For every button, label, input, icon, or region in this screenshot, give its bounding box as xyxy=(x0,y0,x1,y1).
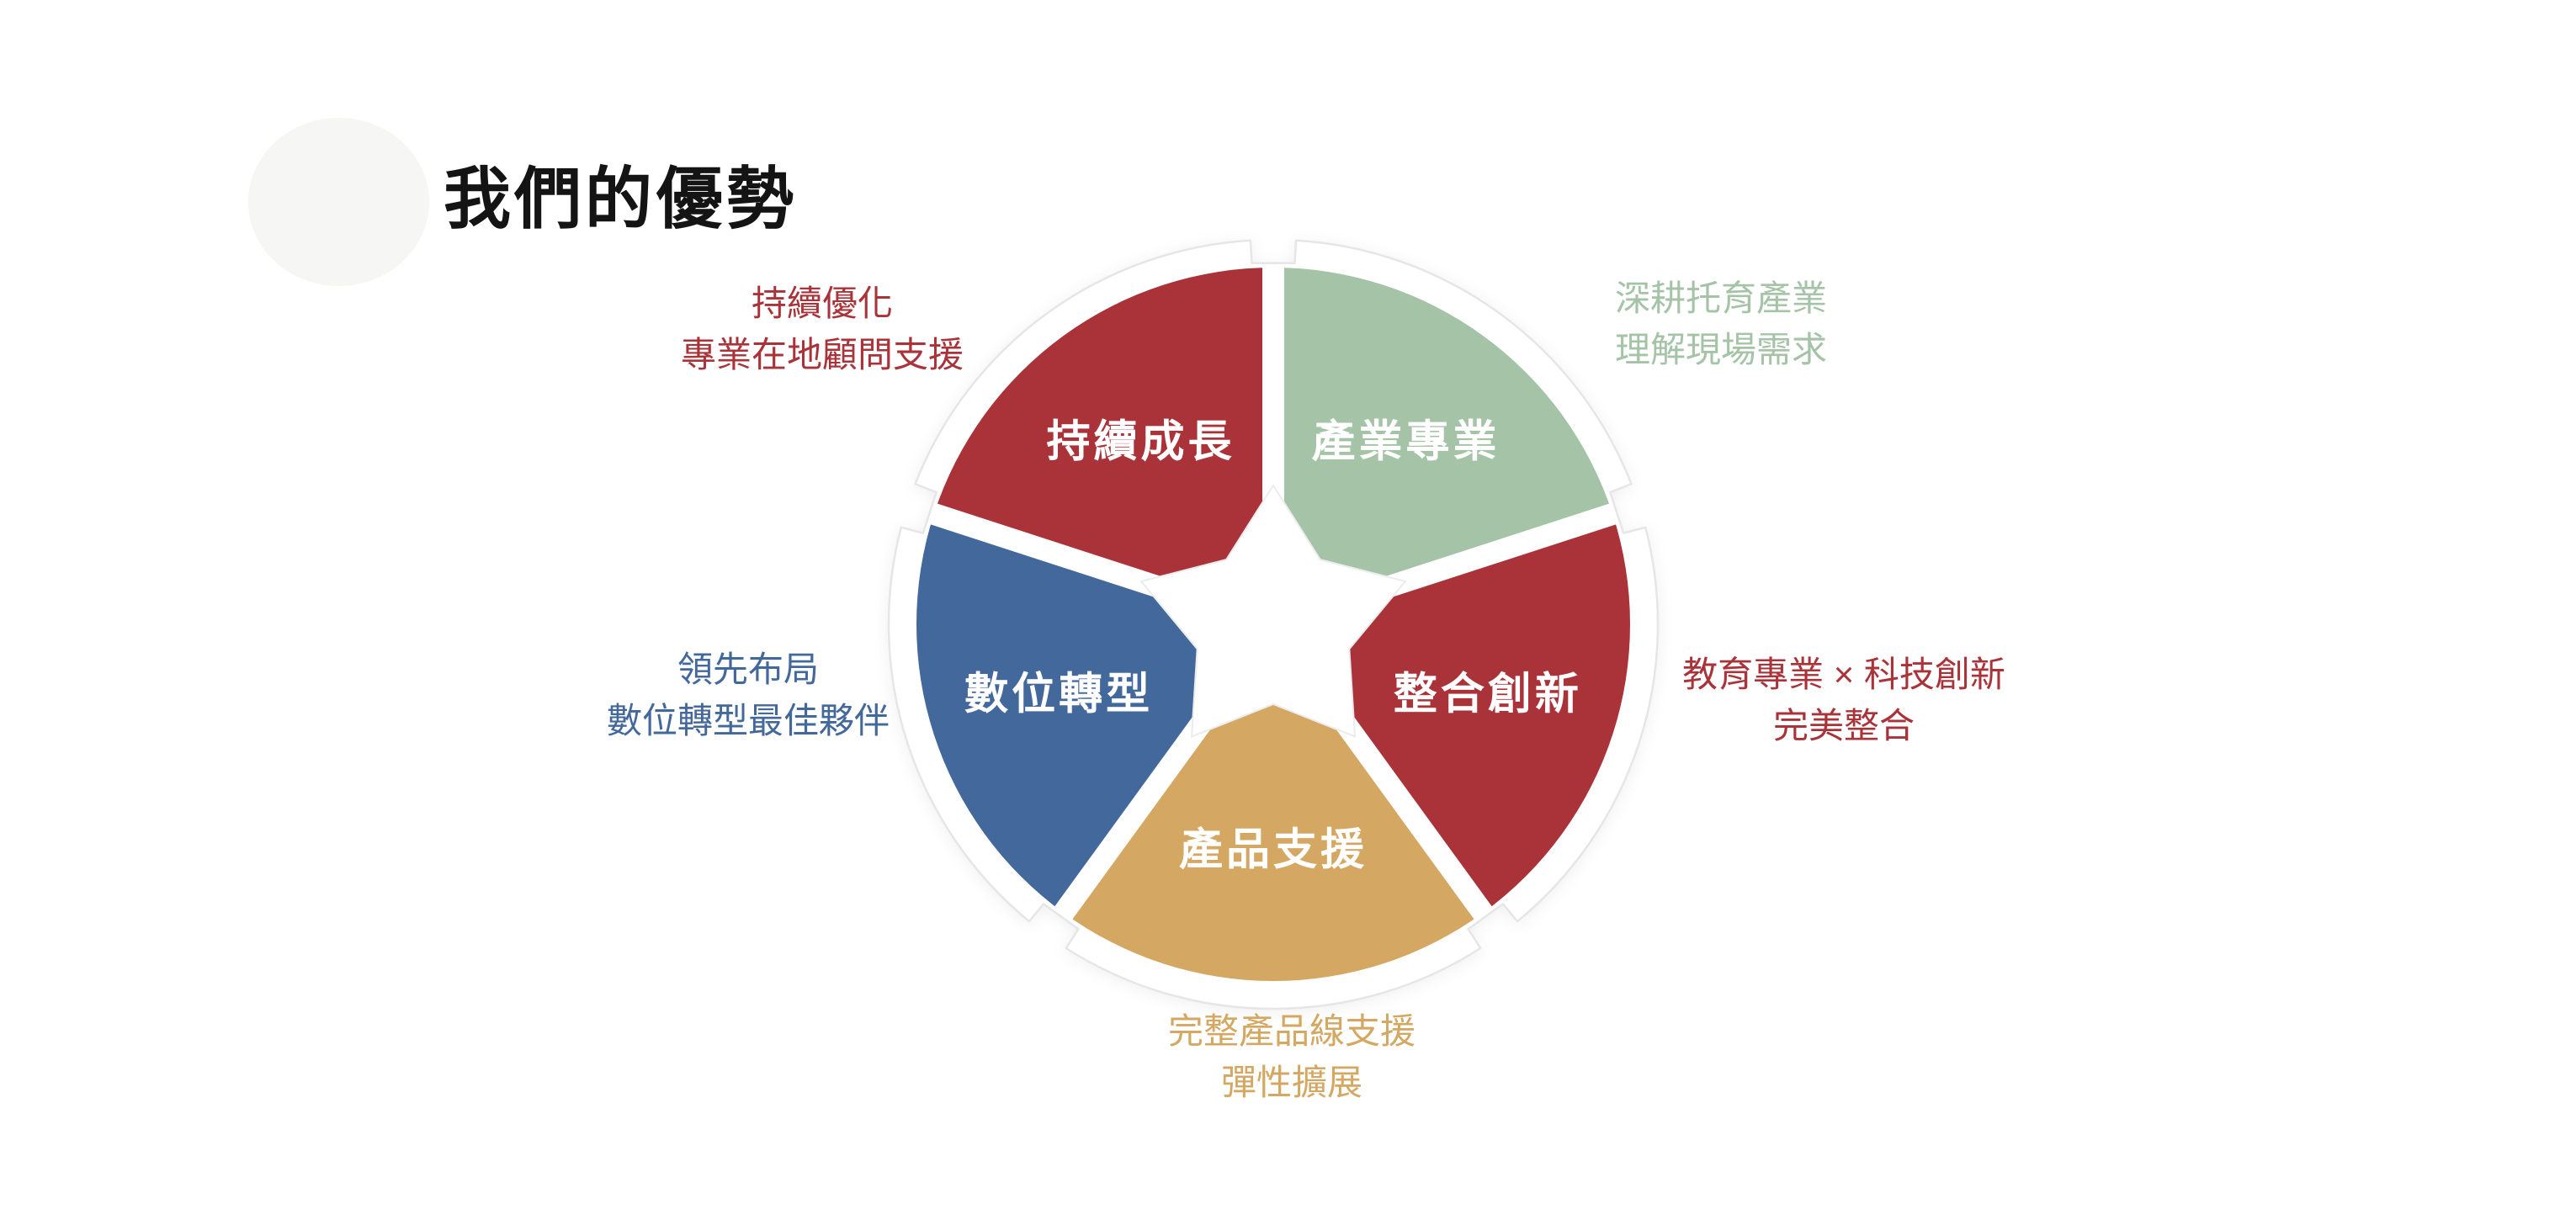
annotation-industry-expertise: 深耕托育產業 理解現場需求 xyxy=(1615,273,1827,376)
segment-label-digital-transformation: 數位轉型 xyxy=(964,668,1153,719)
segment-label-sustained-growth: 持續成長 xyxy=(1046,416,1235,468)
annotation-line: 完整產品線支援 xyxy=(1167,1011,1416,1051)
page-title: 我們的優勢 xyxy=(443,162,797,236)
segment-product-support xyxy=(1063,624,1484,981)
annotation-digital-transformation: 領先布局 數位轉型最佳夥伴 xyxy=(607,644,890,747)
decorative-blob xyxy=(248,118,429,286)
segment-label-industry-expertise: 產業專業 xyxy=(1312,416,1500,468)
annotation-product-support: 完整產品線支援 彈性擴展 xyxy=(1168,1006,1415,1109)
segment-label-integrated-innovation: 整合創新 xyxy=(1394,668,1582,719)
annotation-line: 領先布局 xyxy=(677,650,820,689)
advantages-wheel: 持續成長 產業專業整合創新產品支援 數位轉型 xyxy=(878,229,1669,1020)
annotation-line: 專業在地顧問支援 xyxy=(680,334,964,374)
annotation-line: 深耕托育產業 xyxy=(1614,278,1828,318)
annotation-line: 數位轉型最佳夥伴 xyxy=(606,700,890,740)
annotation-line: 持續優化 xyxy=(751,284,894,323)
annotation-line: 完美整合 xyxy=(1772,705,1915,745)
annotation-line: 理解現場需求 xyxy=(1614,329,1828,369)
annotation-line: 彈性擴展 xyxy=(1220,1062,1363,1102)
annotation-line: 教育專業 × 科技創新 xyxy=(1682,655,2005,694)
center-star-icon xyxy=(1139,484,1407,739)
annotation-sustained-growth: 持續優化 專業在地顧問支援 xyxy=(681,278,964,381)
segment-label-product-support: 產品支援 xyxy=(1179,825,1368,876)
annotation-integrated-innovation: 教育專業 × 科技創新 完美整合 xyxy=(1682,650,2005,752)
